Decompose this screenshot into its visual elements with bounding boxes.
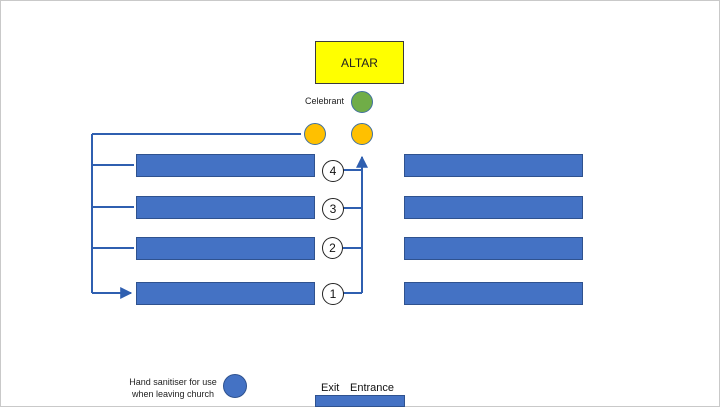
celebrant-dot [351,91,373,113]
row-number-2: 2 [322,237,343,259]
celebrant-label: Celebrant [305,96,345,106]
right-pew-row-2 [404,237,583,260]
sanitiser-label: Hand sanitiser for use when leaving chur… [129,377,217,399]
left-pew-row-3 [136,196,315,219]
left-pew-row-4 [136,154,315,177]
minister-dot-right [351,123,373,145]
entrance-label: Entrance [350,382,395,394]
row-number-1: 1 [322,283,344,305]
row-number-3: 3 [322,198,344,220]
altar-label: ALTAR [341,55,378,70]
right-pew-row-3 [404,196,583,219]
altar: ALTAR [315,41,404,84]
right-pew-row-4 [404,154,583,177]
sanitiser-dot [223,374,247,398]
row-number-4: 4 [322,160,344,182]
minister-dot-left [304,123,326,145]
exit-label: Exit [321,382,340,394]
left-pew-row-2 [136,237,315,260]
right-pew-row-1 [404,282,583,305]
left-pew-row-1 [136,282,315,305]
doorway [315,395,405,407]
